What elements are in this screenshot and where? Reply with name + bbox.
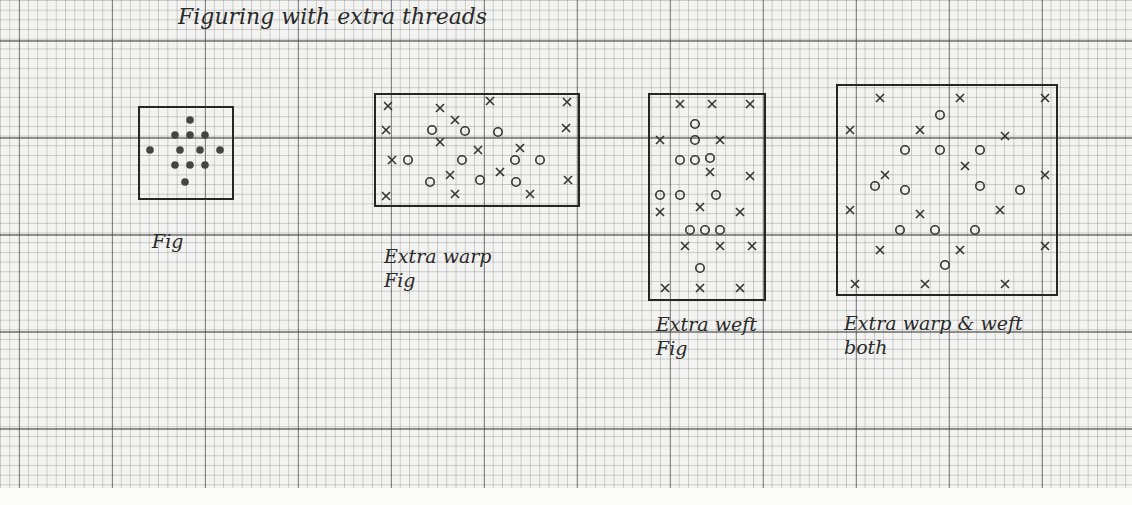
weave-grid-box: Extra warp Fig (374, 93, 580, 207)
figure-caption: Extra weft Fig (656, 313, 776, 361)
weave-grid-box: Extra weft Fig (648, 93, 766, 301)
figure-caption: Fig (152, 230, 232, 254)
sheet-title: Figuring with extra threads (178, 4, 487, 29)
figure-caption: Extra warp Fig (384, 245, 504, 293)
weave-grid-box: Extra warp & weft both (836, 84, 1058, 296)
weave-grid-box: Fig (138, 106, 234, 200)
extra-weft-marks (656, 100, 756, 292)
fig-dots (146, 116, 224, 186)
extra-warp-weft-marks (846, 94, 1049, 288)
figure-caption: Extra warp & weft both (844, 312, 1024, 360)
extra-warp-marks (382, 97, 572, 200)
